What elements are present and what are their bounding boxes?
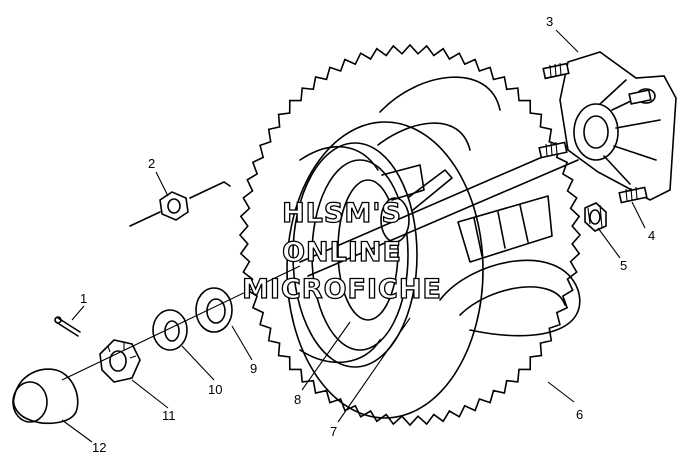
hub-cap-part-12 — [12, 368, 79, 425]
watermark-line-2: ONLINE — [282, 237, 402, 268]
axle-shaft — [299, 144, 579, 277]
callout-5: 5 — [620, 258, 627, 273]
watermark: HLSM'S ONLINE MICROFICHE — [241, 197, 442, 305]
wheel-nut-part-5 — [584, 202, 607, 232]
washer-part-10 — [152, 309, 188, 351]
callout-10: 10 — [208, 382, 222, 397]
callout-9: 9 — [250, 361, 257, 376]
hub-nut-part-2 — [129, 181, 231, 227]
washer-part-9 — [195, 287, 233, 333]
callout-1: 1 — [80, 291, 87, 306]
callout-2: 2 — [148, 156, 155, 171]
leader-lines — [61, 29, 646, 443]
callout-3: 3 — [546, 14, 553, 29]
wheel-hub-part-3 — [538, 51, 677, 204]
callout-7: 7 — [330, 424, 337, 439]
cotter-pin-part-1 — [54, 316, 81, 337]
hub-studs — [538, 62, 652, 204]
watermark-line-1: HLSM'S — [282, 198, 402, 229]
castle-nut-part-11 — [99, 339, 141, 383]
callout-6: 6 — [576, 407, 583, 422]
callout-4: 4 — [648, 228, 655, 243]
callout-12: 12 — [92, 440, 106, 455]
callout-11: 11 — [162, 408, 176, 423]
callout-8: 8 — [294, 392, 301, 407]
callout-labels: 1 2 3 4 5 6 7 8 9 10 11 12 — [80, 14, 655, 455]
watermark-line-3: MICROFICHE — [242, 274, 442, 305]
